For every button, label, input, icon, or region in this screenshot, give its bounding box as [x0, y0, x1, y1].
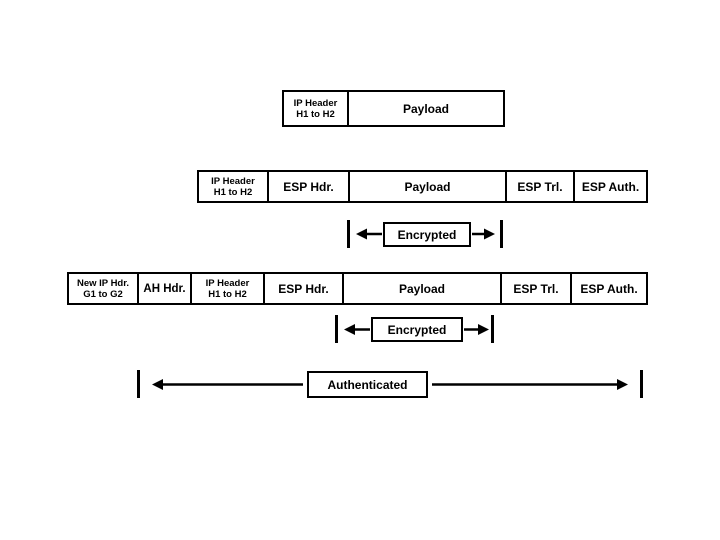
field-esp-trl: ESP Trl.	[507, 172, 575, 201]
encrypted-label: Encrypted	[397, 227, 457, 242]
field-esp-auth: ESP Auth.	[575, 172, 646, 201]
field-ip-header: IP Header H1 to H2	[192, 274, 265, 303]
field-label-line: ESP Auth.	[580, 281, 638, 296]
field-label-line: H1 to H2	[213, 186, 253, 198]
field-esp-hdr: ESP Hdr.	[265, 274, 344, 303]
field-label-line: AH Hdr.	[143, 282, 186, 295]
field-ip-header: IP Header H1 to H2	[199, 172, 269, 201]
field-label-line: ESP Trl.	[517, 179, 563, 194]
packet-row-original: IP Header H1 to H2 Payload	[282, 90, 505, 127]
field-label-line: Payload	[398, 281, 446, 296]
field-payload: Payload	[344, 274, 502, 303]
field-esp-hdr: ESP Hdr.	[269, 172, 350, 201]
field-ip-header: IP Header H1 to H2	[284, 92, 349, 125]
arrow-right-icon	[478, 324, 489, 335]
field-label-line: ESP Trl.	[513, 281, 559, 296]
field-new-ip-hdr: New IP Hdr. G1 to G2	[69, 274, 139, 303]
field-label-line: ESP Auth.	[581, 179, 640, 194]
field-esp-auth: ESP Auth.	[572, 274, 646, 303]
arrow-left-icon	[356, 228, 367, 240]
field-ah-hdr: AH Hdr.	[139, 274, 192, 303]
field-label-line: IP Header	[293, 97, 338, 109]
field-label-line: G1 to G2	[83, 288, 123, 300]
authenticated-label-box: Authenticated	[307, 371, 428, 398]
arrow-right-icon	[617, 379, 628, 390]
arrow-left-icon	[152, 379, 163, 390]
field-payload: Payload	[349, 92, 503, 125]
arrow-left-icon	[344, 324, 355, 335]
field-label-line: New IP Hdr.	[76, 277, 130, 289]
encrypted-label: Encrypted	[387, 322, 447, 337]
field-label-line: IP Header	[211, 175, 255, 187]
field-esp-trl: ESP Trl.	[502, 274, 572, 303]
packet-row-ah-esp-tunnel: New IP Hdr. G1 to G2 AH Hdr. IP Header H…	[67, 272, 648, 305]
field-label-line: Payload	[404, 179, 451, 194]
encrypted-label-box-esp: Encrypted	[383, 222, 471, 247]
field-label-line: Payload	[402, 101, 450, 116]
field-label-line: H1 to H2	[208, 288, 247, 300]
field-payload: Payload	[350, 172, 507, 201]
authenticated-label: Authenticated	[327, 377, 408, 392]
field-label-line: H1 to H2	[296, 108, 335, 120]
field-label-line: ESP Hdr.	[278, 281, 329, 296]
field-label-line: IP Header	[205, 277, 250, 289]
packet-row-esp: IP Header H1 to H2 ESP Hdr. Payload ESP …	[197, 170, 648, 203]
field-label-line: ESP Hdr.	[283, 179, 334, 194]
arrow-right-icon	[484, 228, 495, 240]
encrypted-label-box-ah-esp: Encrypted	[371, 317, 463, 342]
